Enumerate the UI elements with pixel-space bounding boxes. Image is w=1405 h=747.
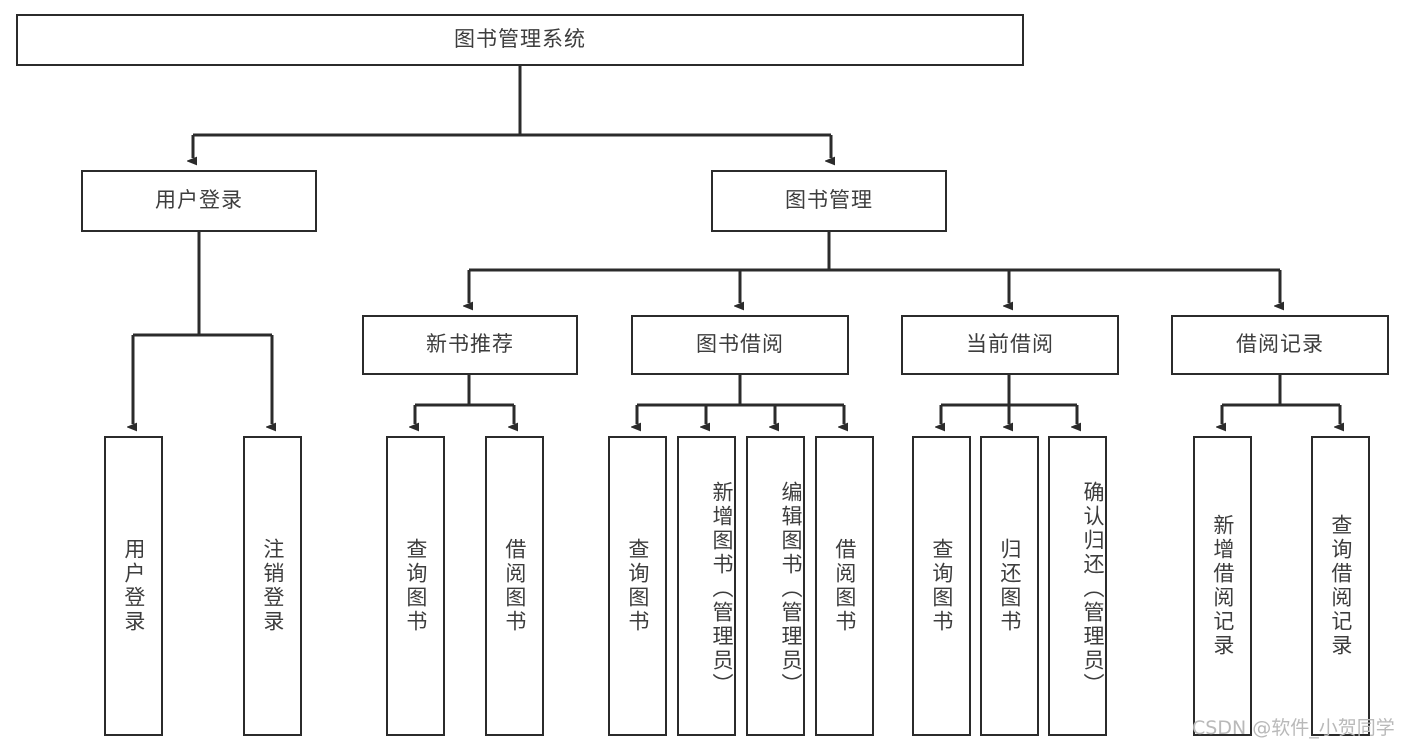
node-root[interactable]: 图书管理系统 <box>16 14 1024 66</box>
node-user-login[interactable]: 用户登录 <box>81 170 317 232</box>
leaf-confirm-return-admin[interactable]: 确认归还（管理员） <box>1048 436 1107 736</box>
node-current-borrow[interactable]: 当前借阅 <box>901 315 1119 375</box>
leaf-edit-book-admin[interactable]: 编辑图书（管理员） <box>746 436 805 736</box>
node-book-manage[interactable]: 图书管理 <box>711 170 947 232</box>
leaf-query-book-borrow[interactable]: 查询图书 <box>608 436 667 736</box>
leaf-logout-login[interactable]: 注销登录 <box>243 436 302 736</box>
leaf-add-borrow-record[interactable]: 新增借阅记录 <box>1193 436 1252 736</box>
node-borrow-record[interactable]: 借阅记录 <box>1171 315 1389 375</box>
node-book-borrow[interactable]: 图书借阅 <box>631 315 849 375</box>
leaf-query-borrow-record[interactable]: 查询借阅记录 <box>1311 436 1370 736</box>
leaf-query-book-current[interactable]: 查询图书 <box>912 436 971 736</box>
leaf-user-login[interactable]: 用户登录 <box>104 436 163 736</box>
csdn-watermark: CSDN @软件_小贺同学 <box>1192 717 1395 739</box>
leaf-add-book-admin[interactable]: 新增图书（管理员） <box>677 436 736 736</box>
leaf-borrow-book-recommend[interactable]: 借阅图书 <box>485 436 544 736</box>
leaf-query-book-recommend[interactable]: 查询图书 <box>386 436 445 736</box>
leaf-return-book[interactable]: 归还图书 <box>980 436 1039 736</box>
leaf-borrow-book-borrow[interactable]: 借阅图书 <box>815 436 874 736</box>
node-new-book-recommend[interactable]: 新书推荐 <box>362 315 578 375</box>
